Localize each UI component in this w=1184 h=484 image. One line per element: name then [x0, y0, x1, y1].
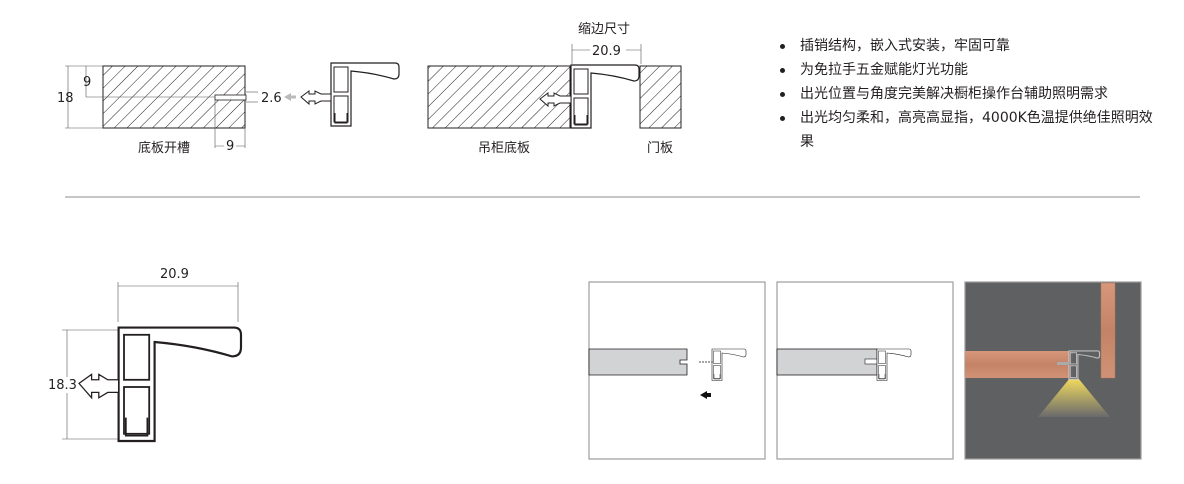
feature-item: 为免拉手五金赋能灯光功能	[776, 58, 1156, 82]
bullet-icon	[780, 92, 785, 97]
dim-thickness: 18	[57, 91, 74, 106]
profile-installed	[539, 64, 640, 129]
slot-diagram: 18 9 2.6 9 底板开槽	[57, 62, 400, 156]
install-step-2	[776, 281, 954, 460]
edge-size-title: 缩边尺寸	[578, 21, 630, 37]
bullet-icon	[780, 68, 785, 73]
profile-loose	[300, 62, 400, 127]
profile-dimension-drawing: 20.9 18.3	[48, 266, 243, 443]
feature-list: 插销结构，嵌入式安装，牢固可靠 为免拉手五金赋能灯光功能 出光位置与角度完美解决…	[776, 34, 1156, 154]
door-label: 门板	[647, 141, 673, 156]
profile-width-dim: 20.9	[160, 267, 189, 282]
feature-item: 插销结构，嵌入式安装，牢固可靠	[776, 34, 1156, 58]
installed-diagram: 缩边尺寸 20.9 吊柜底板 门板	[427, 21, 682, 156]
feature-text: 出光均匀柔和，高亮高显指，4000K色温提供绝佳照明效果	[800, 110, 1153, 150]
door-panel	[639, 65, 682, 129]
push-arrow-icon	[700, 391, 707, 399]
dim-slot-depth: 9	[83, 75, 91, 90]
dim-slot-length: 9	[226, 139, 234, 154]
profile-height-dim: 18.3	[48, 378, 77, 393]
install-step-1	[588, 281, 766, 460]
slot-label: 底板开槽	[138, 140, 190, 156]
slot	[214, 94, 247, 101]
feature-text: 出光位置与角度完美解决橱柜操作台辅助照明需求	[800, 86, 1108, 102]
bullet-icon	[780, 44, 785, 49]
cabinet-board-label: 吊柜底板	[478, 140, 530, 156]
light-beam	[1038, 378, 1110, 417]
feature-text: 为免拉手五金赋能灯光功能	[800, 62, 968, 78]
install-step-3-lit	[964, 281, 1142, 460]
feature-text: 插销结构，嵌入式安装，牢固可靠	[800, 38, 1010, 54]
edge-size-dim: 20.9	[592, 44, 621, 59]
dim-slot-width: 2.6	[261, 91, 282, 106]
feature-item: 出光均匀柔和，高亮高显指，4000K色温提供绝佳照明效果	[776, 106, 1156, 154]
feature-item: 出光位置与角度完美解决橱柜操作台辅助照明需求	[776, 82, 1156, 106]
bullet-icon	[780, 116, 785, 121]
insert-arrow-icon	[284, 93, 291, 101]
